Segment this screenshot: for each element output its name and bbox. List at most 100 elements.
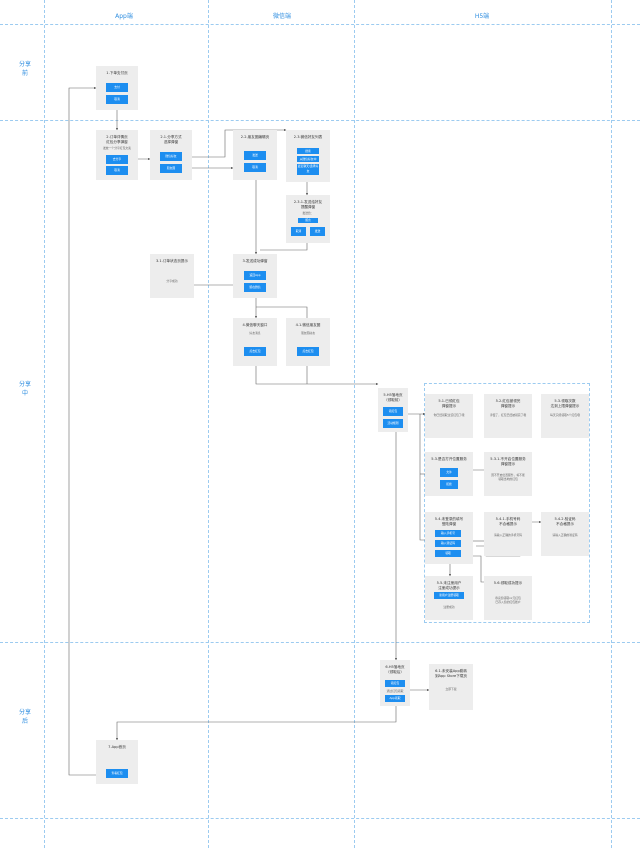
node-location-permission: 5.3.是否打开位置服务 允许 拒绝 [425, 452, 473, 496]
column-header-app: App端 [115, 13, 133, 20]
node-wechat-chat: 4.微信聊天窗口 好友消息 点击红包 [233, 318, 277, 366]
moments-button[interactable]: 朋友圈 [160, 164, 182, 173]
node-note: 每天只能领取5个红包哦 [550, 413, 580, 417]
node-send-success-popup: 3.发送成功弹窗 返回App 留在微信 [233, 254, 277, 298]
node-moments-edit: 2.2.朋友圈编辑页 发送 取消 [233, 130, 277, 180]
receive-button[interactable]: 领取 [435, 550, 461, 557]
cancel-button[interactable]: 取消 [106, 166, 128, 175]
node-note: 发送给： [302, 211, 314, 215]
node-title: 3.1.订单状态页提示 [155, 259, 188, 263]
get-redpacket-button[interactable]: 领红包 [383, 407, 403, 416]
stay-wechat-button[interactable]: 留在微信 [244, 283, 266, 292]
grid-line [354, 0, 355, 848]
node-share-method-popup: 2.1.分享方式 选择弹窗 微信好友 朋友圈 [150, 130, 192, 180]
deny-button[interactable]: 拒绝 [440, 480, 458, 489]
grid-line [0, 642, 640, 643]
node-title: 5.5.未注册用户 注册成功提示 [436, 581, 462, 590]
node-sold-out-tip: 5.2.红包被领完 弹窗提示 手慢了，红包已经被领完了哦 [484, 394, 532, 438]
node-title: 6.1.未安装App跳转 到App Store下载页 [434, 669, 468, 678]
grid-line [0, 818, 640, 819]
grid-line [44, 0, 45, 848]
node-note: 通过红包领取 [386, 689, 404, 693]
node-app-store-download: 6.1.未安装App跳转 到App Store下载页 立即下载 [429, 664, 473, 710]
node-title: 5.3.领取次数 达到上限弹窗提示 [550, 399, 580, 408]
cancel-button[interactable]: 取消 [244, 163, 266, 172]
node-note: 手慢了，红包已经被领完了哦 [489, 413, 527, 417]
recent-chat-button[interactable]: 最近聊天/选择好友 [297, 164, 319, 175]
node-title: 5.4.1.手机号码 不合格提示 [495, 517, 521, 526]
node-login-popup: 5.4.未登录的填写 登陆弹窗 输入手机号 输入验证码 领取 [425, 512, 473, 564]
grid-line [611, 0, 612, 848]
open-redpacket-button[interactable]: 点击红包 [244, 347, 266, 356]
send-button[interactable]: 发送 [310, 227, 325, 236]
phase-label-during: 分享中 [18, 381, 31, 397]
grid-line [0, 24, 640, 25]
node-app-home: 7.App首页 查看红包 [96, 740, 138, 784]
h5-popup-group [424, 383, 590, 623]
node-title: 5.3.1.不开启位置服务 弹窗提示 [490, 457, 526, 466]
node-note: 你已经领取过该红包了哦 [433, 413, 465, 417]
node-note: 立即下载 [445, 687, 457, 691]
share-button[interactable]: 去分享 [106, 155, 128, 164]
new-user-register-button[interactable]: 新用户注册领取 [434, 592, 464, 599]
node-wechat-friend-list: 2.3.微信好友列表 搜索 从微信好友中 最近聊天/选择好友 [286, 130, 330, 182]
app-receive-button[interactable]: App领取 [385, 695, 405, 702]
node-limit-reached-tip: 5.3.领取次数 达到上限弹窗提示 每天只能领取5个红包哦 [541, 394, 589, 438]
node-note: 因不开启位置服务，将不能 领取当地的红包 [491, 473, 525, 481]
code-input-button[interactable]: 输入验证码 [435, 540, 461, 547]
node-h5-landing-before: 5.H5落地页 （领取前） 领红包 活动规则 [378, 388, 408, 432]
node-title: 7.App首页 [108, 745, 126, 749]
grid-line [0, 120, 640, 121]
node-note: 恭喜您领取xx元红包 已存入您的红包账户 [495, 596, 521, 604]
node-title: 2.1.分享方式 选择弹窗 [160, 135, 182, 144]
get-redpacket-button[interactable]: 领红包 [385, 680, 405, 687]
node-phone-invalid-tip: 5.4.1.手机号码 不合格提示 请输入正确的手机号码 [484, 512, 532, 556]
node-h5-landing-after: 6.H5落地页 （领取后） 领红包 通过红包领取 App领取 [380, 660, 410, 706]
phase-label-before: 分享前 [18, 61, 31, 77]
node-title: 2.3.微信好友列表 [293, 135, 323, 139]
friend-select-button[interactable]: 从微信好友中 [297, 156, 319, 162]
wechat-friend-button[interactable]: 微信好友 [160, 152, 182, 161]
node-note: 注册成功 [443, 605, 455, 609]
return-app-button[interactable]: 返回App [244, 271, 266, 280]
column-header-h5: H5端 [474, 13, 490, 20]
node-title: 1.下单支付页 [106, 71, 128, 75]
allow-button[interactable]: 允许 [440, 468, 458, 477]
node-note: 好友消息 [249, 331, 261, 335]
node-checkout-page: 1.下单支付页 支付 取消 [96, 66, 138, 110]
node-title: 5.4.未登录的填写 登陆弹窗 [434, 517, 464, 526]
node-title: 4.1.微信朋友圈 [295, 323, 321, 327]
node-note: 请输入正确的手机号码 [494, 533, 522, 537]
node-order-status-tip: 3.1.订单状态页提示 分享成功 [150, 254, 194, 298]
node-note: 请输入正确的验证码 [552, 533, 578, 537]
node-code-invalid-tip: 5.4.2.验证码 不合格提示 请输入正确的验证码 [541, 512, 589, 556]
node-title: 5.3.是否打开位置服务 [431, 457, 467, 461]
send-button[interactable]: 发送 [244, 151, 266, 160]
cancel-button[interactable]: 取消 [106, 95, 128, 104]
node-title: 5.6.领取成功提示 [493, 581, 523, 585]
node-register-success-tip: 5.5.未注册用户 注册成功提示 新用户注册领取 注册成功 [425, 576, 473, 620]
rules-button[interactable]: 活动规则 [383, 419, 403, 428]
phone-input-button[interactable]: 输入手机号 [435, 530, 461, 537]
search-button[interactable]: 搜索 [297, 148, 319, 154]
node-send-to-friend-popup: 2.3.1.发送给好友 提醒弹窗 发送给： 留言 取消 发送 [286, 195, 330, 243]
node-title: 5.1.已领红包 弹窗提示 [438, 399, 460, 408]
node-receive-success-tip: 5.6.领取成功提示 恭喜您领取xx元红包 已存入您的红包账户 [484, 576, 532, 620]
open-redpacket-button[interactable]: 点击红包 [297, 347, 319, 356]
message-button[interactable]: 留言 [298, 218, 318, 223]
node-title: 5.4.2.验证码 不合格提示 [554, 517, 576, 526]
node-title: 6.H5落地页 （领取后） [385, 665, 405, 674]
node-already-received-tip: 5.1.已领红包 弹窗提示 你已经领取过该红包了哦 [425, 394, 473, 438]
node-note: 朋友圈动态 [301, 331, 315, 335]
column-header-wechat: 微信端 [272, 13, 291, 20]
node-title: 5.2.红包被领完 弹窗提示 [495, 399, 521, 408]
cancel-button[interactable]: 取消 [291, 227, 306, 236]
phase-label-after: 分享后 [18, 709, 31, 725]
node-wechat-moments: 4.1.微信朋友圈 朋友圈动态 点击红包 [286, 318, 330, 366]
pay-button[interactable]: 支付 [106, 83, 128, 92]
node-title: 2.订单详情页 红包分享弹窗 [106, 135, 128, 144]
view-redpacket-button[interactable]: 查看红包 [106, 769, 128, 778]
node-note: 发放一个分享红包文案 [103, 146, 131, 150]
node-note: 分享成功 [166, 279, 178, 283]
node-title: 2.2.朋友圈编辑页 [240, 135, 270, 139]
